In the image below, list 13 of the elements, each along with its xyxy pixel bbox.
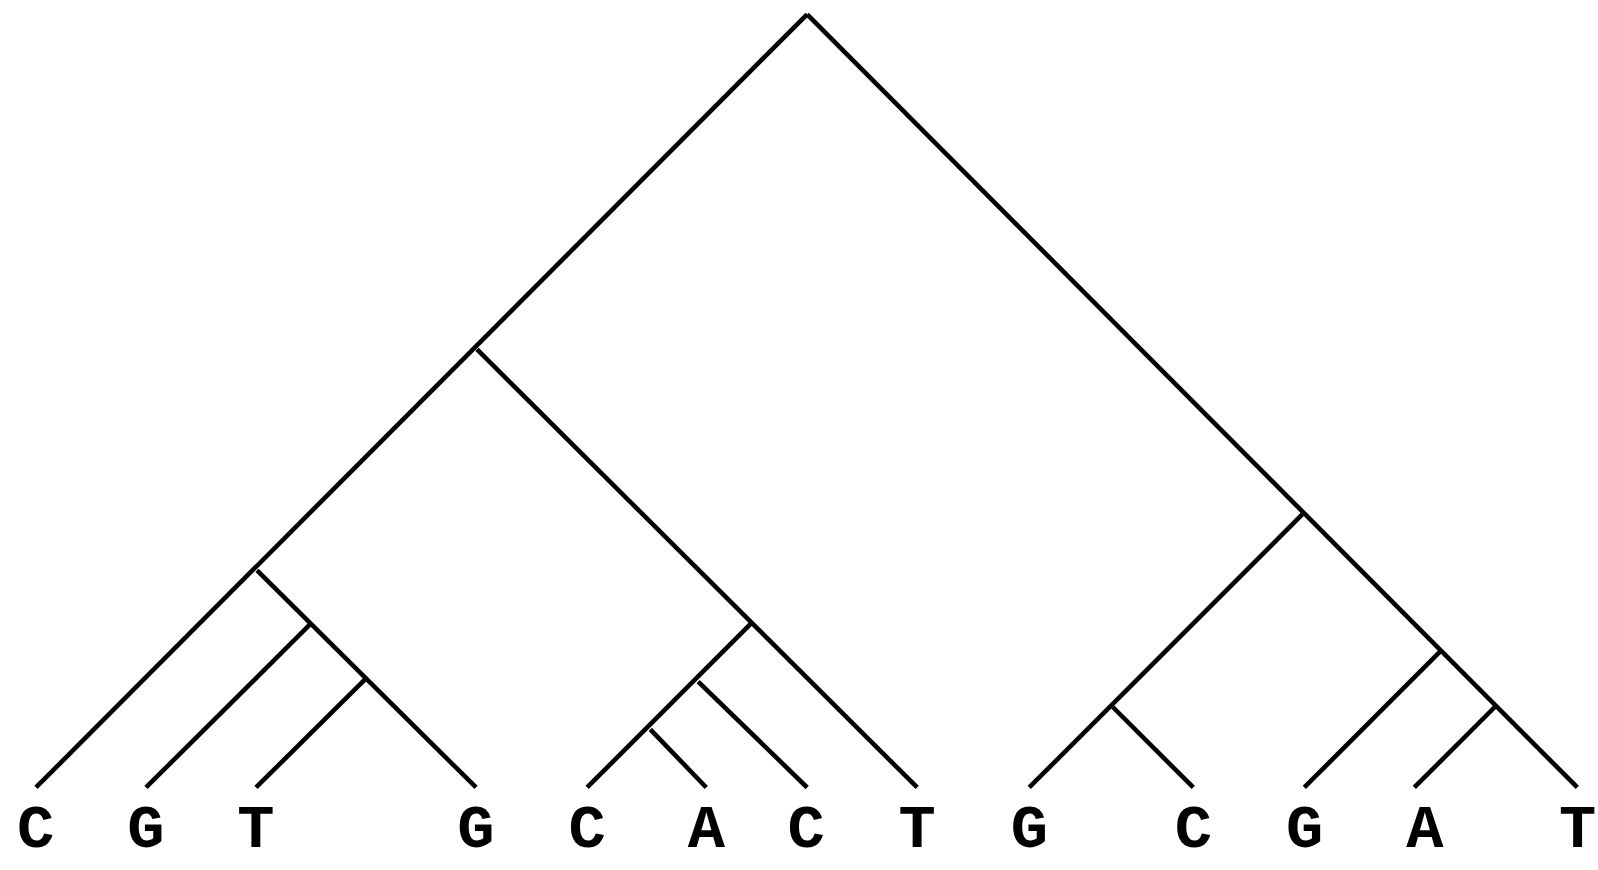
leaf-label: T	[898, 800, 936, 862]
leaf-label: G	[1010, 800, 1048, 862]
leaf-label: C	[568, 800, 606, 862]
leaf-label: A	[687, 800, 725, 862]
leaf-label: T	[1559, 800, 1597, 862]
leaf-label: G	[1285, 800, 1324, 862]
leaf-label: C	[787, 800, 825, 862]
leaf-label: C	[1174, 800, 1212, 862]
leaf-label: G	[127, 800, 165, 862]
leaf-label: C	[17, 800, 55, 862]
leaf-label: A	[1406, 800, 1444, 862]
leaf-label: T	[237, 800, 275, 862]
leaf-label: G	[457, 800, 495, 862]
